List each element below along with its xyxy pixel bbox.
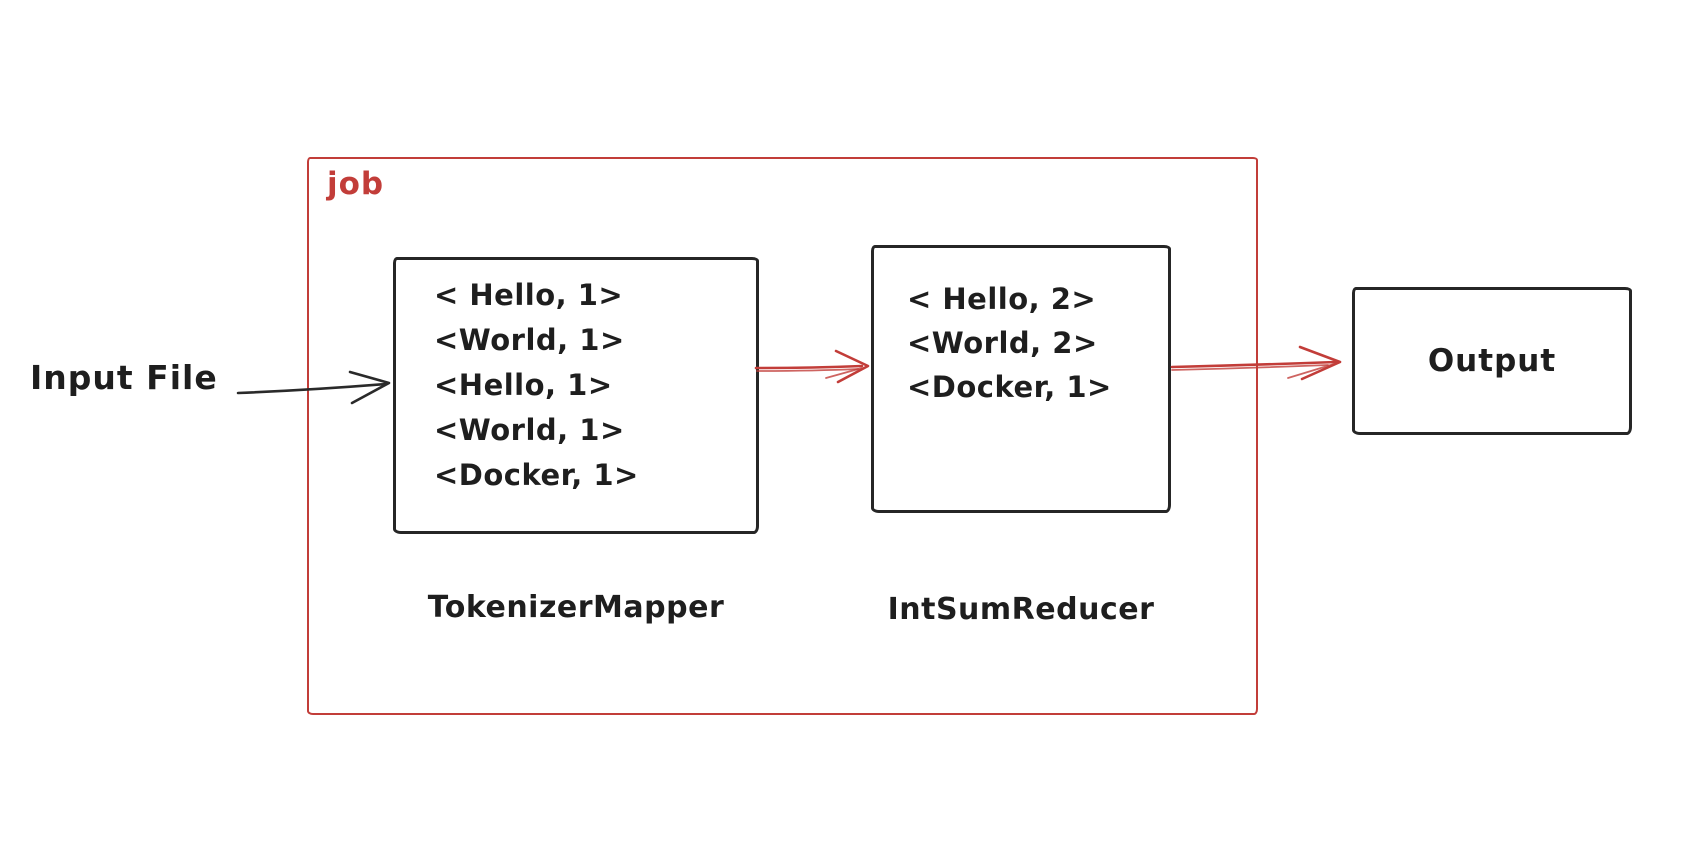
- reducer-box: < Hello, 2> <World, 2> <Docker, 1>: [871, 245, 1171, 513]
- reducer-stage-label: IntSumReducer: [887, 592, 1155, 627]
- mapper-pair: <World, 1>: [434, 323, 625, 357]
- mapper-stage-label: TokenizerMapper: [427, 590, 725, 625]
- mapper-pair: <Hello, 1>: [434, 368, 613, 402]
- reducer-pair: <World, 2>: [907, 326, 1098, 360]
- input-file-label: Input File: [30, 358, 218, 397]
- reducer-pair: <Docker, 1>: [907, 370, 1112, 404]
- job-boundary-box: [307, 157, 1258, 715]
- reducer-pair: < Hello, 2>: [907, 282, 1097, 316]
- mapper-box: < Hello, 1> <World, 1> <Hello, 1> <World…: [393, 257, 759, 534]
- mapper-pair: < Hello, 1>: [434, 278, 624, 312]
- output-box: Output: [1352, 287, 1632, 435]
- mapper-pair: <Docker, 1>: [434, 458, 639, 492]
- mapper-pair: <World, 1>: [434, 413, 625, 447]
- output-label: Output: [1427, 343, 1557, 379]
- job-label: job: [327, 166, 385, 202]
